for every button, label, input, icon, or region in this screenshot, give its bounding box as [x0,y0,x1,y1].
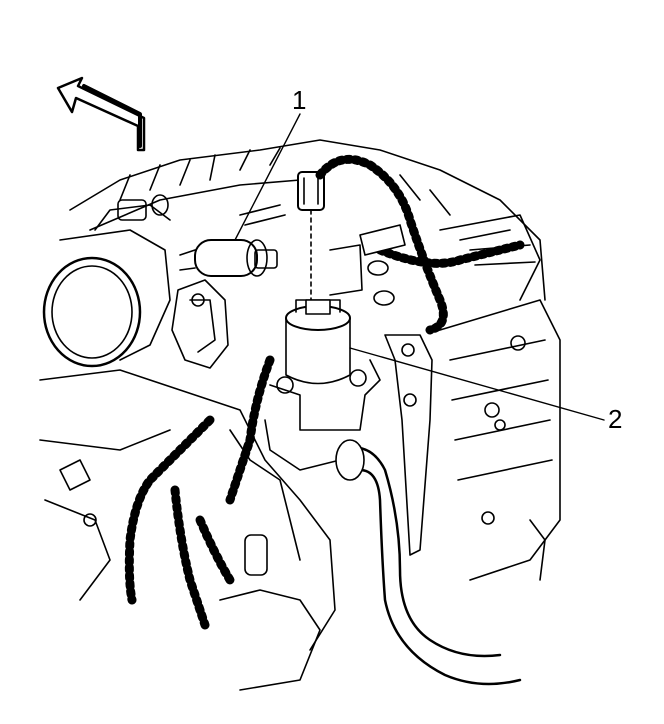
harness-connector [297,171,325,301]
forward-arrow-icon [56,76,146,152]
leader-line-2 [349,347,605,421]
component-2-valve [264,299,381,471]
callout-2: 2 [608,404,623,434]
callout-1: 1 [292,85,307,115]
component-1-sensor [179,239,278,277]
wiring-harness [124,154,525,630]
throttle-bracket [171,279,229,369]
leader-line-1 [234,113,301,241]
coolant-hose [335,439,522,686]
throttle-body [42,194,171,368]
intake-manifold [69,139,546,301]
mounting-bracket [384,334,433,556]
vacuum-lines [239,204,406,306]
